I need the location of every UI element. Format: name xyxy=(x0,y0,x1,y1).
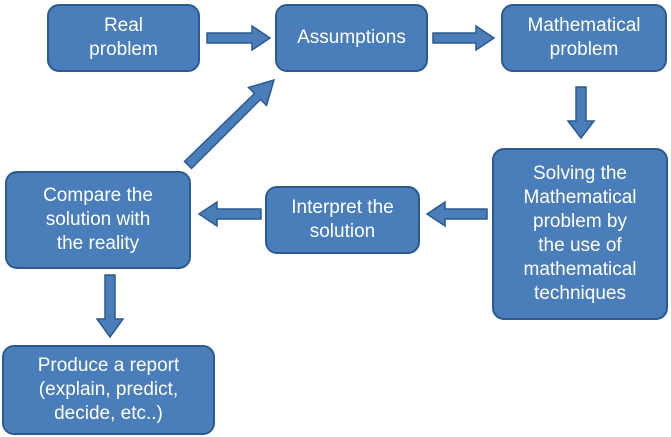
node-assumptions: Assumptions xyxy=(275,4,428,72)
node-compare: Compare the solution with the reality xyxy=(5,171,191,269)
arrow-interpret-to-compare xyxy=(197,200,262,228)
arrow-real-to-assumptions xyxy=(206,24,272,52)
node-solving: Solving the Mathematical problem by the … xyxy=(492,148,668,320)
node-report: Produce a report (explain, predict, deci… xyxy=(2,345,215,435)
arrow-assumptions-to-mathematical xyxy=(432,24,496,52)
node-real-problem: Real problem xyxy=(47,4,200,72)
arrow-compare-to-assumptions xyxy=(183,78,276,170)
arrow-mathematical-to-solving xyxy=(566,86,596,140)
arrow-compare-to-report xyxy=(95,274,125,339)
node-interpret: Interpret the solution xyxy=(265,186,420,254)
node-mathematical-problem: Mathematical problem xyxy=(501,4,667,72)
arrow-solving-to-interpret xyxy=(425,200,488,228)
